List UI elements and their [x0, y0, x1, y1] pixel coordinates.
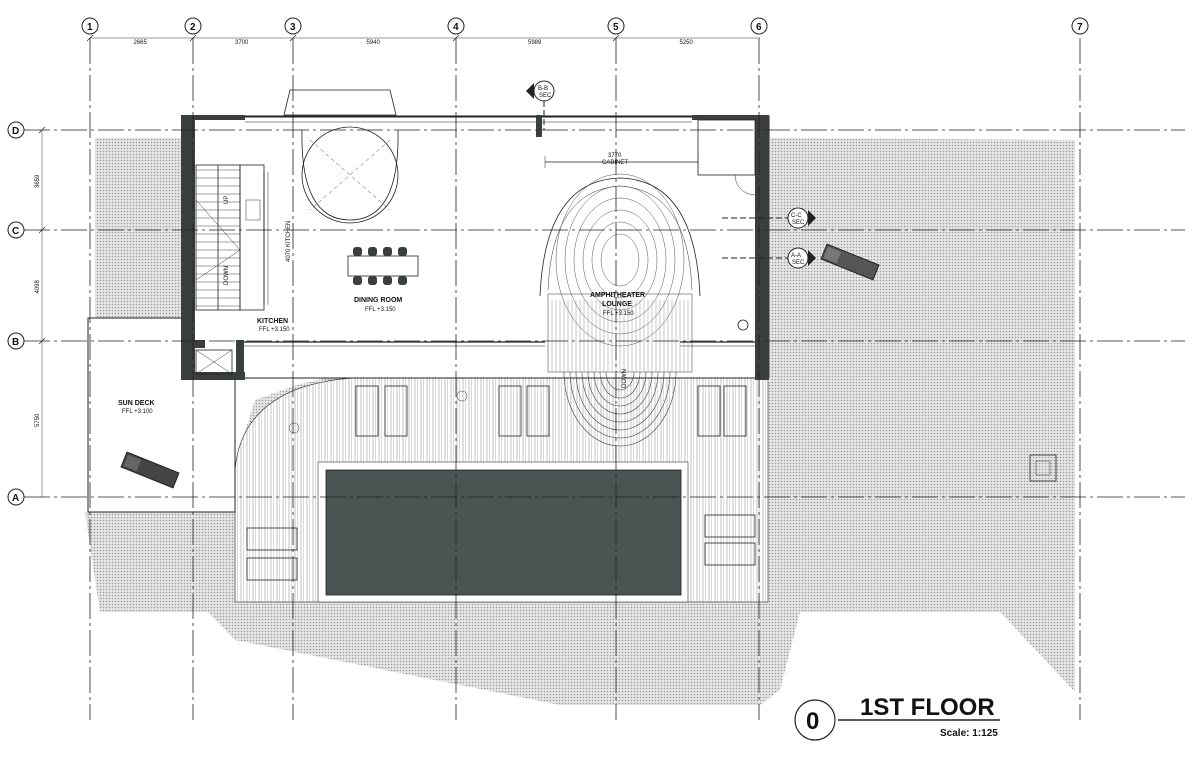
dim-col-0: 2665 [134, 40, 148, 46]
amphi-step [599, 371, 641, 399]
grid-bubble-col-2 [184, 17, 202, 35]
stair-up-label: UP [224, 196, 230, 204]
dim-tick-row-0 [38, 126, 46, 134]
dim-col-3: 5989 [528, 40, 542, 46]
amphi-step [587, 371, 653, 415]
dim-col-2: 5940 [367, 40, 381, 46]
amphitheater-lounge: AMPHITHEATER LOUNGE FFL +3.150 DOWN [539, 173, 749, 447]
grid-bubble-row-C [7, 221, 25, 239]
dim-tick-col-2 [289, 34, 297, 42]
grid-label-row-D: D [12, 126, 19, 137]
grid-bubble-col-6 [750, 17, 768, 35]
amphi-step [605, 371, 635, 391]
kitchen: UP DOWN 4070 KITCHEN KITCHEN FFL +3.150 [195, 164, 292, 375]
grid-label-row-B: B [12, 337, 19, 348]
swimming-pool [325, 469, 682, 596]
sun-deck [87, 317, 236, 513]
amphi-step [569, 371, 671, 439]
amphi-step [581, 371, 659, 423]
title-number: 0 [806, 708, 819, 735]
dining-label: DINING ROOM [354, 297, 402, 304]
grid-label-col-7: 7 [1077, 22, 1083, 33]
drain-detail [1029, 454, 1057, 482]
grid-bubble-row-D [7, 121, 25, 139]
grid-label-col-3: 3 [290, 22, 296, 33]
dim-tick-row-2 [38, 337, 46, 345]
dim-tick-row-1 [38, 226, 46, 234]
kitchen-vertical-label: 4070 KITCHEN [286, 221, 292, 262]
kitchen-label: KITCHEN [257, 318, 288, 325]
grid-label-row-C: C [12, 226, 19, 237]
title-scale: Scale: 1:125 [940, 728, 998, 739]
svg-text:SEC: SEC [792, 220, 805, 226]
grid-label-col-1: 1 [87, 22, 93, 33]
grid-label-row-A: A [12, 493, 19, 504]
svg-text:SEC: SEC [792, 260, 805, 266]
dim-tick-col-0 [86, 34, 94, 42]
grid-bubble-col-3 [284, 17, 302, 35]
dim-row-2: 5750 [35, 413, 41, 427]
svg-text:C-C: C-C [791, 213, 802, 219]
grid-label-col-4: 4 [453, 22, 459, 33]
grid-bubble-row-A [7, 488, 25, 506]
svg-text:A-A: A-A [791, 253, 801, 259]
amphitheater-label-1: AMPHITHEATER [590, 292, 645, 299]
dim-col-4: 5250 [680, 40, 694, 46]
grid-bubble-col-1 [81, 17, 99, 35]
amphi-ring [600, 233, 640, 287]
grid-label-col-6: 6 [756, 22, 762, 33]
amphitheater-label-2: LOUNGE [602, 301, 632, 308]
amphitheater-ffl: FFL +3.150 [603, 311, 634, 317]
building [181, 89, 770, 380]
kitchen-ffl: FFL +3.150 [259, 327, 290, 333]
title-block: 0 1ST FLOOR Scale: 1:125 [794, 694, 1000, 741]
dim-tick-col-1 [189, 34, 197, 42]
dim-tick-col-4 [612, 34, 620, 42]
stair-down-label: DOWN [224, 266, 230, 285]
amphi-step [575, 371, 665, 431]
title-name: 1ST FLOOR [860, 694, 995, 721]
pool-deck [234, 377, 769, 603]
svg-text:B-B: B-B [538, 86, 548, 92]
sundeck-ffl: FFL +3.100 [122, 409, 153, 415]
grid-bubble-row-B [7, 332, 25, 350]
grid-label-col-5: 5 [613, 22, 619, 33]
dim-tick-col-3 [452, 34, 460, 42]
grid-label-col-2: 2 [190, 22, 196, 33]
grid-bubble-col-4 [447, 17, 465, 35]
grid-bubble-col-5 [607, 17, 625, 35]
amphi-ring [591, 221, 649, 299]
amphi-step [563, 371, 677, 447]
section-marker-a: A-A SEC [722, 247, 816, 269]
section-marker-c: C-C SEC [722, 207, 816, 229]
cabinet-label: CABINET [602, 160, 628, 166]
amphi-step [593, 371, 647, 407]
dim-col-1: 3700 [235, 40, 249, 46]
dim-row-1: 4098 [35, 279, 41, 293]
external-lounger [820, 243, 880, 281]
sundeck-label: SUN DECK [118, 400, 155, 407]
cabinet-dim: 3770 [608, 153, 622, 159]
amphitheater-down-label: DOWN [622, 369, 628, 388]
dining-ffl: FFL +3.150 [365, 307, 396, 313]
dim-row-0: 3659 [35, 174, 41, 188]
dining-room: DINING ROOM FFL +3.150 [301, 126, 419, 313]
section-marker-b: B-B SEC [526, 80, 555, 130]
grid-bubble-col-7 [1071, 17, 1089, 35]
svg-text:SEC: SEC [539, 93, 552, 99]
